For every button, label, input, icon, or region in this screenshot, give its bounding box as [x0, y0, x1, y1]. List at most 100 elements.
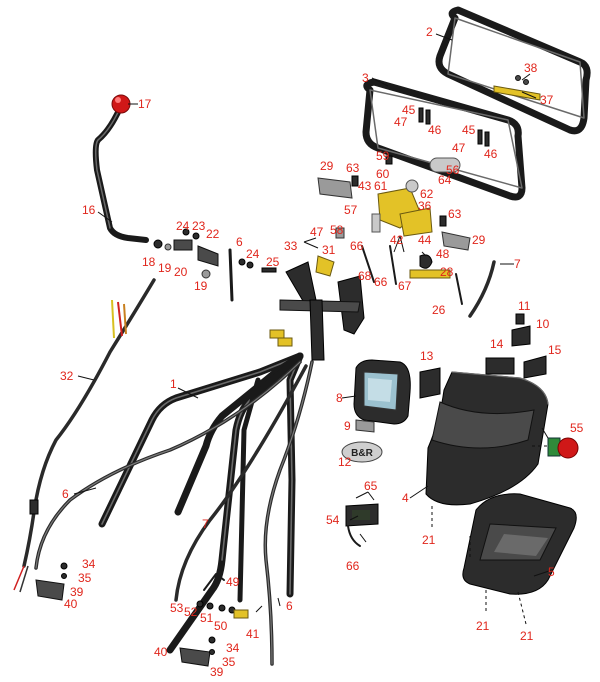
callout-1: 1: [170, 377, 177, 391]
callout-39b: 39: [210, 665, 224, 679]
callout-67: 67: [398, 279, 412, 293]
callout-17: 17: [138, 97, 152, 111]
callout-46b: 46: [484, 147, 498, 161]
callout-66a: 66: [350, 239, 364, 253]
callout-46a: 46: [428, 123, 442, 137]
callout-54: 54: [326, 513, 340, 527]
callout-33: 33: [284, 239, 298, 253]
callout-66c: 66: [346, 559, 360, 573]
callout-16: 16: [82, 203, 96, 217]
callout-39a: 39: [70, 585, 84, 599]
control-assembly: [315, 155, 471, 305]
callout-66b: 66: [374, 275, 388, 289]
emergency-stop-55: [547, 437, 579, 459]
foot-40-right: [179, 636, 216, 667]
fastener-38: [515, 75, 529, 85]
callout-43: 43: [358, 179, 372, 193]
callout-3: 3: [362, 71, 369, 85]
callout-35a: 35: [78, 571, 92, 585]
callout-51: 51: [200, 611, 214, 625]
callout-21b: 21: [476, 619, 490, 633]
callout-68: 68: [358, 269, 372, 283]
relay-10-11: [511, 313, 531, 347]
callout-47c: 47: [310, 225, 324, 239]
callout-57: 57: [344, 203, 358, 217]
linkage-hardware: [153, 228, 277, 302]
callout-29b: 29: [472, 233, 486, 247]
callout-25: 25: [266, 255, 280, 269]
callout-18: 18: [142, 255, 156, 269]
callout-63a: 63: [346, 161, 360, 175]
yellow-bracket-37: [493, 85, 541, 101]
panel-15: [523, 355, 547, 379]
callout-28: 28: [440, 265, 454, 279]
callout-58: 58: [330, 223, 344, 237]
callout-32: 32: [60, 369, 74, 383]
callout-45a: 45: [402, 103, 416, 117]
callout-48: 48: [436, 247, 450, 261]
callout-62: 62: [420, 187, 434, 201]
callout-53: 53: [170, 601, 184, 615]
callout-38: 38: [524, 61, 538, 75]
callout-31: 31: [322, 243, 336, 257]
headlight-8: [353, 359, 411, 425]
grab-bar-outer: [435, 6, 591, 135]
callout-47b: 47: [452, 141, 466, 155]
callout-35b: 35: [222, 655, 236, 669]
panel-14: [485, 357, 515, 375]
callout-61: 61: [374, 179, 388, 193]
callout-4: 4: [402, 491, 409, 505]
callout-14: 14: [490, 337, 504, 351]
callout-60: 60: [376, 167, 390, 181]
callout-52: 52: [184, 605, 198, 619]
callout-15: 15: [548, 343, 562, 357]
callout-55: 55: [570, 421, 584, 435]
hood-cover-4: [425, 371, 549, 506]
callout-24a: 24: [176, 219, 190, 233]
callout-22: 22: [206, 227, 220, 241]
callout-36: 36: [418, 199, 432, 213]
callout-13: 13: [420, 349, 434, 363]
callout-42: 42: [390, 233, 404, 247]
callout-63b: 63: [448, 207, 462, 221]
callout-10: 10: [536, 317, 550, 331]
bracket-9: [355, 419, 375, 433]
callout-12: 12: [338, 455, 352, 469]
callout-24b: 24: [246, 247, 260, 261]
meter-54: [345, 503, 379, 547]
callout-45b: 45: [462, 123, 476, 137]
callout-41: 41: [246, 627, 260, 641]
callout-6a: 6: [236, 235, 243, 249]
callout-34a: 34: [82, 557, 96, 571]
callout-6b: 6: [62, 487, 69, 501]
callout-20: 20: [174, 265, 188, 279]
callout-8: 8: [336, 391, 343, 405]
logo-text: B&R: [351, 448, 373, 459]
callout-7a: 7: [514, 257, 521, 271]
callout-65: 65: [364, 479, 378, 493]
callout-40b: 40: [154, 645, 168, 659]
spring-49-53: [196, 573, 249, 619]
callout-labels: 2 3 38 37 17 45 47 46 45 47 46 59 56 29 …: [60, 25, 584, 679]
bolts-45-47: [418, 107, 490, 147]
callout-47a: 47: [394, 115, 408, 129]
callout-21a: 21: [422, 533, 436, 547]
callout-56: 56: [446, 163, 460, 177]
leader-lines: [73, 33, 553, 625]
pan-cover-5: [462, 493, 577, 595]
callout-11: 11: [518, 299, 531, 313]
shift-knob-17: [111, 94, 131, 114]
wiring-harness-32: [13, 278, 156, 593]
callout-19a: 19: [158, 261, 172, 275]
callout-34b: 34: [226, 641, 240, 655]
callout-9: 9: [344, 419, 351, 433]
callout-2: 2: [426, 25, 433, 39]
callout-5: 5: [548, 565, 555, 579]
callout-44: 44: [418, 233, 432, 247]
callout-64: 64: [438, 173, 452, 187]
callout-37: 37: [540, 93, 554, 107]
callout-40a: 40: [64, 597, 78, 611]
foot-40-left: [35, 562, 68, 601]
callout-21c: 21: [520, 629, 534, 643]
